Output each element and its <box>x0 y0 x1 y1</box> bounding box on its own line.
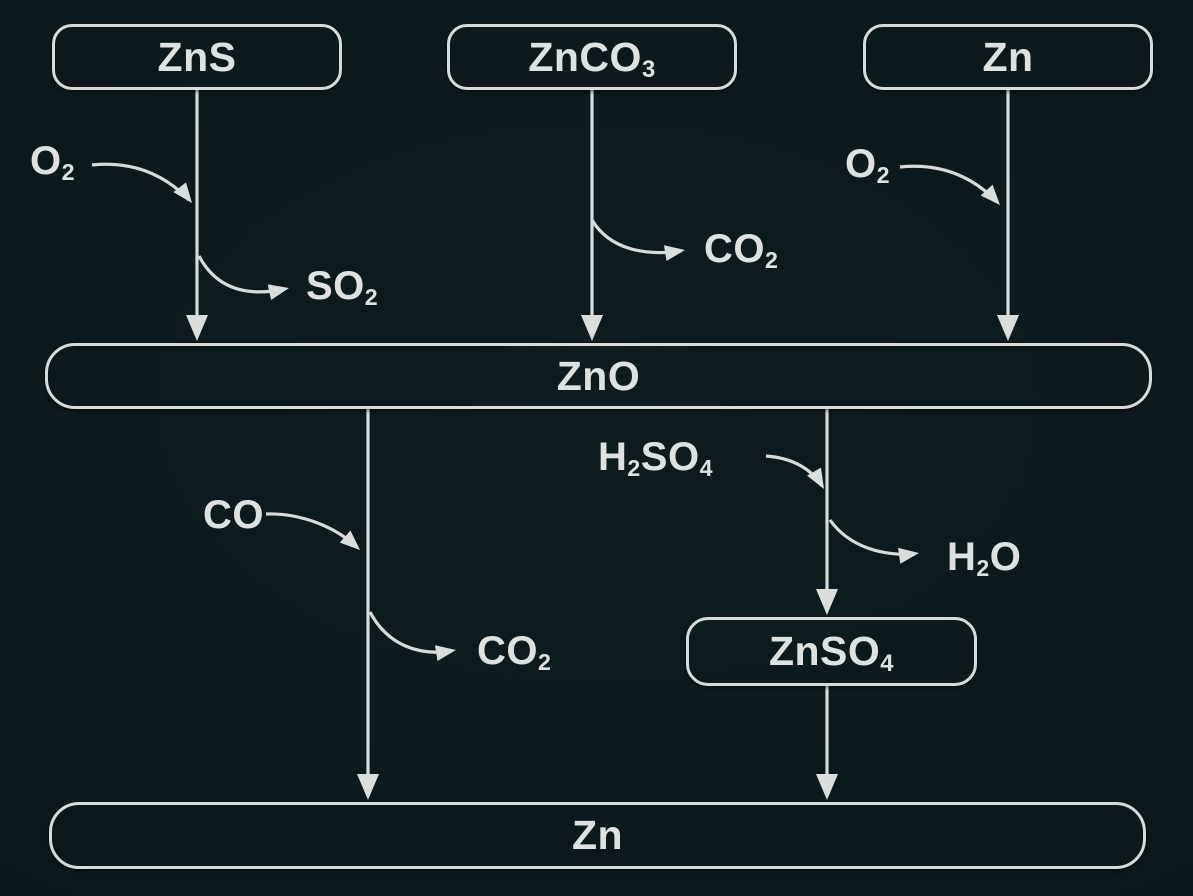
curve-so2-out <box>197 255 289 300</box>
label-co2-mid: CO2 <box>704 227 779 274</box>
curve-h2so4-in <box>765 454 824 489</box>
node-zn-bottom-label: Zn <box>571 812 624 858</box>
node-zn-bottom: Zn <box>49 802 1146 869</box>
curve-co2-left-out <box>368 611 456 662</box>
curve-co-in <box>265 512 360 550</box>
curve-h2o-out <box>828 519 919 564</box>
label-o2-right: O2 <box>845 142 891 189</box>
label-o2-left: O2 <box>30 139 76 186</box>
label-h2o: H2O <box>947 535 1022 582</box>
label-co: CO <box>203 493 264 537</box>
node-zno-label: ZnO <box>556 352 641 399</box>
node-zns: ZnS <box>52 24 342 90</box>
node-zno: ZnO <box>45 343 1152 409</box>
node-zns-label: ZnS <box>157 33 237 80</box>
curve-o2-left-in <box>91 162 192 203</box>
node-zn-top: Zn <box>863 24 1153 90</box>
curve-co2-mid-out <box>590 219 685 262</box>
label-h2so4: H2SO4 <box>598 435 713 482</box>
curve-o2-right-in <box>899 164 1000 205</box>
node-znco3: ZnCO3 <box>447 24 737 90</box>
arrow-zno-to-zn <box>357 409 379 800</box>
arrow-zno-to-znso4 <box>816 409 838 615</box>
label-so2: SO2 <box>306 264 379 311</box>
arrow-zntop-to-zno <box>997 90 1019 341</box>
node-zn-top-label: Zn <box>982 33 1034 80</box>
arrow-znco3-to-zno <box>581 90 603 341</box>
arrow-znso4-to-zn <box>816 686 838 800</box>
node-znso4-label: ZnSO4 <box>768 628 895 678</box>
arrow-zns-to-zno <box>186 90 208 341</box>
label-co2-left: CO2 <box>477 629 552 676</box>
node-znco3-label: ZnCO3 <box>528 33 656 83</box>
node-znso4: ZnSO4 <box>686 617 977 686</box>
